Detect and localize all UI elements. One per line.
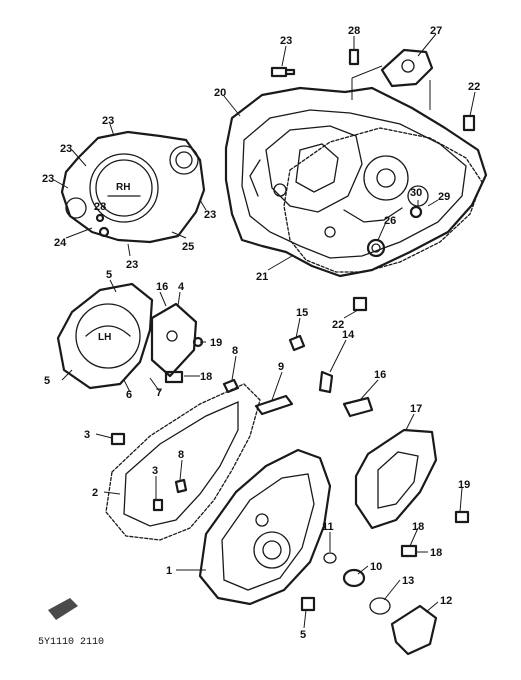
- callout-21: 21: [256, 271, 268, 283]
- callout-8: 8: [178, 449, 184, 461]
- callout-18: 18: [412, 521, 424, 533]
- callout-24: 24: [54, 237, 67, 249]
- rh-cover-assembly: [60, 130, 206, 244]
- callout-16: 16: [374, 369, 386, 381]
- callout-5: 5: [300, 629, 306, 641]
- callout-10: 10: [370, 561, 382, 573]
- callout-5: 5: [106, 269, 112, 281]
- callout-8: 8: [232, 345, 238, 357]
- callout-12: 12: [440, 595, 452, 607]
- callout-18: 18: [430, 547, 442, 559]
- callout-23: 23: [102, 115, 114, 127]
- callout-16: 16: [156, 281, 168, 293]
- drawing-code: 5Y1110 2110: [38, 637, 104, 648]
- callout-25: 25: [182, 241, 194, 253]
- callout-13: 13: [402, 575, 414, 587]
- lh-cover-marking: LH: [98, 332, 111, 343]
- callout-6: 6: [126, 389, 132, 401]
- callout-15: 15: [296, 307, 308, 319]
- callout-labels: 23 28 27 22 20 30 29 26 21 22 23 23 23 2…: [38, 25, 480, 648]
- callout-22: 22: [468, 81, 480, 93]
- callout-3: 3: [152, 465, 158, 477]
- callout-17: 17: [410, 403, 422, 415]
- callout-2: 2: [92, 487, 98, 499]
- callout-23: 23: [204, 209, 216, 221]
- callout-22: 22: [332, 319, 344, 331]
- callout-28: 28: [94, 201, 106, 213]
- callout-20: 20: [214, 87, 226, 99]
- callout-14: 14: [342, 329, 355, 341]
- callout-5: 5: [44, 375, 50, 387]
- callout-19: 19: [210, 337, 222, 349]
- leader-lines: [53, 33, 476, 629]
- callout-4: 4: [178, 281, 185, 293]
- callout-18: 18: [200, 371, 212, 383]
- crankcase-cover-assembly: [48, 334, 470, 656]
- callout-9: 9: [278, 361, 284, 373]
- callout-23: 23: [42, 173, 54, 185]
- inner-cover-assembly: [224, 48, 488, 312]
- callout-1: 1: [166, 565, 172, 577]
- callout-23: 23: [60, 143, 72, 155]
- callout-23: 23: [126, 259, 138, 271]
- callout-23: 23: [280, 35, 292, 47]
- lh-cover-assembly: [56, 282, 204, 390]
- callout-28: 28: [348, 25, 360, 37]
- callout-7: 7: [156, 387, 162, 399]
- callout-26: 26: [384, 215, 396, 227]
- callout-19: 19: [458, 479, 470, 491]
- rh-cover-marking: RH: [116, 182, 130, 193]
- callout-3: 3: [84, 429, 90, 441]
- callout-30: 30: [410, 187, 422, 199]
- callout-11: 11: [322, 521, 334, 533]
- callout-27: 27: [430, 25, 442, 37]
- callout-29: 29: [438, 191, 450, 203]
